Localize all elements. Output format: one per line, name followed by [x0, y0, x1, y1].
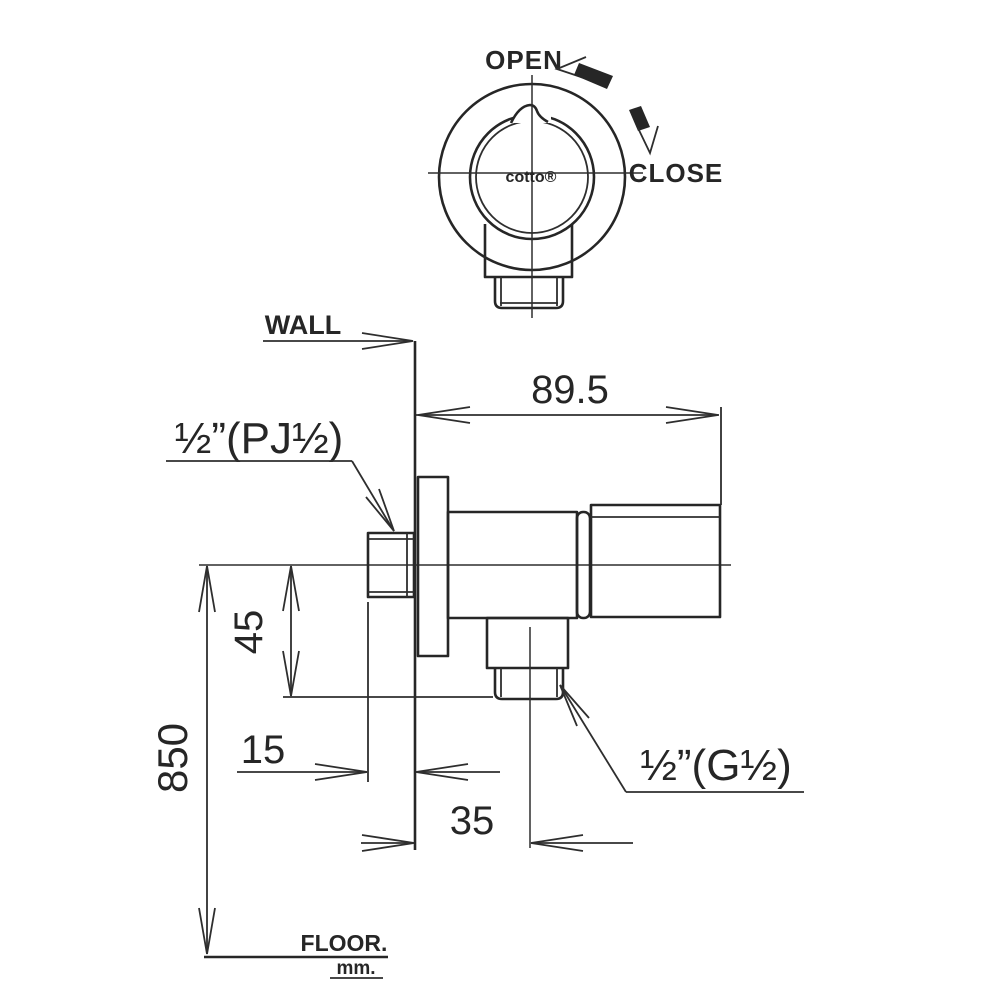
knob-notch: [509, 103, 549, 124]
dim-850-text: 850: [149, 723, 196, 793]
floor-label: FLOOR.: [301, 930, 388, 956]
valve-side-view: WALL: [149, 310, 804, 979]
dim-15-text: 15: [241, 728, 286, 772]
outlet-neck: [485, 616, 570, 670]
dim-projection-89-5: 89.5: [416, 368, 722, 505]
floor-reference: FLOOR. mm.: [204, 930, 388, 979]
brand-logo: cotto®: [506, 169, 557, 186]
open-label: OPEN: [485, 45, 563, 75]
inlet-thread-text: ½”(PJ½): [175, 414, 344, 463]
top-outlet-nipple: [493, 277, 565, 310]
inlet-thread-callout: ½”(PJ½): [166, 414, 395, 532]
outlet-thread-text: ½”(G½): [640, 741, 792, 790]
dim-35-text: 35: [450, 799, 495, 843]
top-neck-outline: [483, 224, 574, 279]
dim-89-5-text: 89.5: [531, 368, 609, 412]
outlet-nipple: [493, 668, 565, 701]
valve-top-view: cotto® OPEN CLOSE: [428, 45, 724, 318]
dim-outlet-drop-45: 45: [227, 565, 493, 698]
unit-label: mm.: [336, 958, 375, 979]
dim-outlet-offset-35: 35: [361, 799, 633, 852]
handle-side-profile: [589, 503, 722, 619]
wall-flange: [416, 475, 450, 658]
open-direction-arrow: [554, 56, 613, 89]
close-direction-arrow: [629, 106, 659, 156]
outlet-thread-callout: ½”(G½): [559, 684, 804, 793]
dim-inlet-protrusion-15: 15: [237, 602, 500, 782]
dim-45-text: 45: [227, 610, 271, 655]
wall-label: WALL: [265, 310, 341, 340]
close-label: CLOSE: [629, 158, 724, 188]
dim-height-850: 850: [149, 565, 216, 955]
wall-callout: WALL: [263, 310, 414, 350]
inlet-connector: [366, 531, 416, 599]
